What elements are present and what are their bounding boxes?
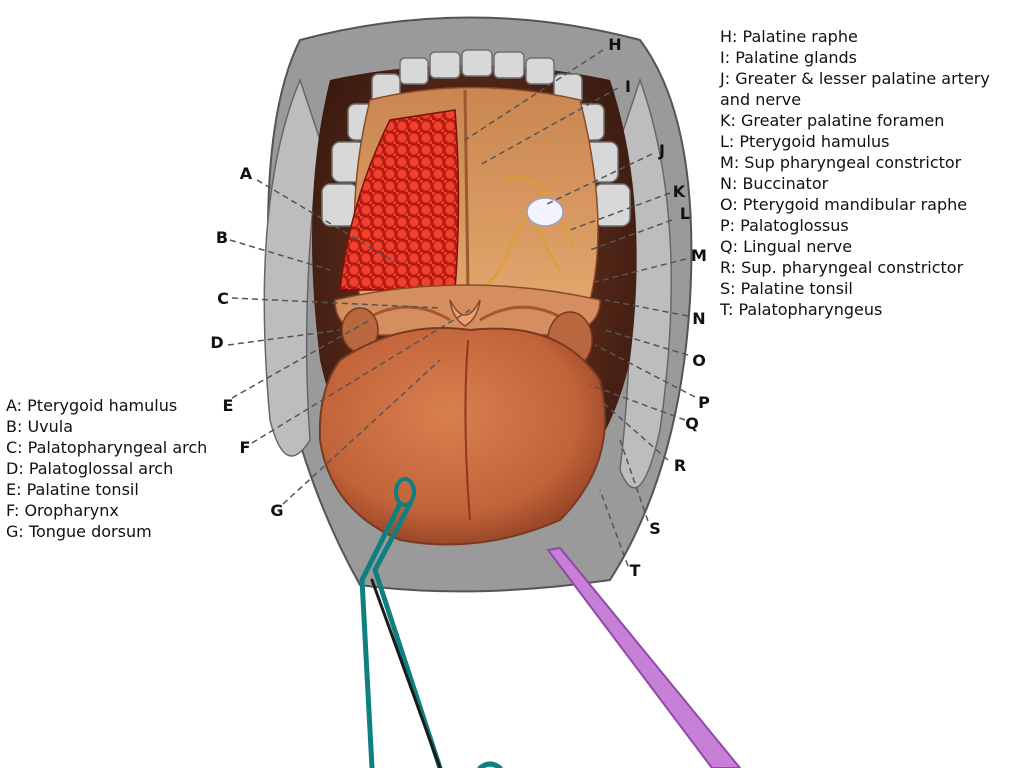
left-cheek: [263, 77, 321, 457]
legend-label: Pterygoid hamulus: [27, 396, 178, 415]
legend-key: T: [720, 300, 729, 319]
callout-a: A: [239, 164, 253, 183]
legend-label: Uvula: [27, 417, 74, 436]
legend-label: Palatine raphe: [742, 27, 858, 46]
legend-key: E: [6, 480, 17, 499]
legend-key: P: [720, 216, 730, 235]
callout-m: M: [691, 246, 707, 265]
callout-d: D: [210, 333, 224, 352]
legend-label: Palatine glands: [735, 48, 858, 67]
legend-item-h: H: Palatine raphe: [720, 27, 858, 46]
legend-item-c: C: Palatopharyngeal arch: [6, 438, 208, 457]
palatine-raphe: [463, 89, 470, 291]
callout-h: H: [608, 35, 622, 54]
legend-item-q: Q: Lingual nerve: [720, 237, 853, 256]
callout-k: K: [672, 182, 686, 201]
legend-key: N: [720, 174, 732, 193]
tongue-median-sulcus: [464, 339, 471, 521]
legend-label: Oropharynx: [24, 501, 119, 520]
legend-item-p: P: Palatoglossus: [720, 216, 849, 235]
legend-key: B: [6, 417, 17, 436]
callout-q: Q: [685, 414, 699, 433]
legend-key: C: [6, 438, 18, 457]
callout-t: T: [629, 561, 641, 580]
forceps: [359, 477, 503, 768]
leader-lines: [227, 49, 696, 567]
callout-b: B: [215, 228, 229, 247]
legend-item-j: J: Greater & lesser palatine artery and …: [720, 69, 990, 109]
legend-label: Palatine tonsil: [740, 279, 853, 298]
legend-item-r: R: Sup. pharyngeal constrictor: [720, 258, 964, 277]
legend-left: A: Pterygoid hamulus B: Uvula C: Palatop…: [6, 395, 207, 542]
legend-label: Lingual nerve: [743, 237, 853, 256]
greater-palatine-foramen: [526, 197, 564, 227]
legend-label: Palatoglossus: [740, 216, 849, 235]
legend-item-f: F: Oropharynx: [6, 501, 119, 520]
callout-g: G: [270, 501, 284, 520]
legend-key: I: [720, 48, 725, 67]
legend-item-b: B: Uvula: [6, 417, 74, 436]
legend-item-o: O: Pterygoid mandibular raphe: [720, 195, 968, 214]
callout-e: E: [222, 396, 234, 415]
legend-item-e: E: Palatine tonsil: [6, 480, 139, 499]
callout-l: L: [679, 204, 691, 223]
callout-s: S: [649, 519, 661, 538]
legend-label: Sup. pharyngeal constrictor: [741, 258, 964, 277]
legend-item-a: A: Pterygoid hamulus: [6, 396, 178, 415]
legend-key: A: [6, 396, 17, 415]
legend-key: F: [6, 501, 14, 520]
callout-r: R: [673, 456, 687, 475]
legend-label: Buccinator: [742, 174, 829, 193]
legend-item-k: K: Greater palatine foramen: [720, 111, 945, 130]
legend-key: O: [720, 195, 733, 214]
legend-label: Tongue dorsum: [28, 522, 152, 541]
legend-key: D: [6, 459, 19, 478]
legend-key: H: [720, 27, 733, 46]
callout-o: O: [692, 351, 706, 370]
legend-key: Q: [720, 237, 733, 256]
legend-key: M: [720, 153, 734, 172]
legend-key: K: [720, 111, 731, 130]
legend-label: Greater & lesser palatine artery and ner…: [720, 69, 990, 109]
uvula: [449, 299, 481, 327]
probe: [546, 546, 742, 768]
legend-label: Palatoglossal arch: [28, 459, 174, 478]
callout-i: I: [625, 77, 631, 96]
legend-item-d: D: Palatoglossal arch: [6, 459, 174, 478]
callout-n: N: [692, 309, 706, 328]
legend-item-m: M: Sup pharyngeal constrictor: [720, 153, 962, 172]
legend-label: Palatopharyngeal arch: [27, 438, 208, 457]
callout-f: F: [239, 438, 251, 457]
legend-label: Pterygoid hamulus: [739, 132, 890, 151]
callout-j: J: [659, 141, 665, 160]
legend-label: Palatopharyngeus: [738, 300, 883, 319]
legend-key: G: [6, 522, 19, 541]
legend-item-g: G: Tongue dorsum: [6, 522, 152, 541]
callout-c: C: [217, 289, 229, 308]
legend-label: Palatine tonsil: [26, 480, 139, 499]
tongue: [318, 327, 606, 546]
legend-label: Greater palatine foramen: [740, 111, 945, 130]
legend-item-i: I: Palatine glands: [720, 48, 858, 67]
legend-label: Sup pharyngeal constrictor: [744, 153, 962, 172]
legend-item-l: L: Pterygoid hamulus: [720, 132, 890, 151]
legend-item-n: N: Buccinator: [720, 174, 829, 193]
legend-right: H: Palatine raphe I: Palatine glands J: …: [720, 26, 1019, 320]
legend-key: L: [720, 132, 729, 151]
legend-item-s: S: Palatine tonsil: [720, 279, 853, 298]
legend-key: S: [720, 279, 731, 298]
legend-key: J: [720, 69, 725, 88]
callout-p: P: [698, 393, 710, 412]
legend-key: R: [720, 258, 731, 277]
legend-label: Pterygoid mandibular raphe: [742, 195, 968, 214]
legend-item-t: T: Palatopharyngeus: [720, 300, 883, 319]
